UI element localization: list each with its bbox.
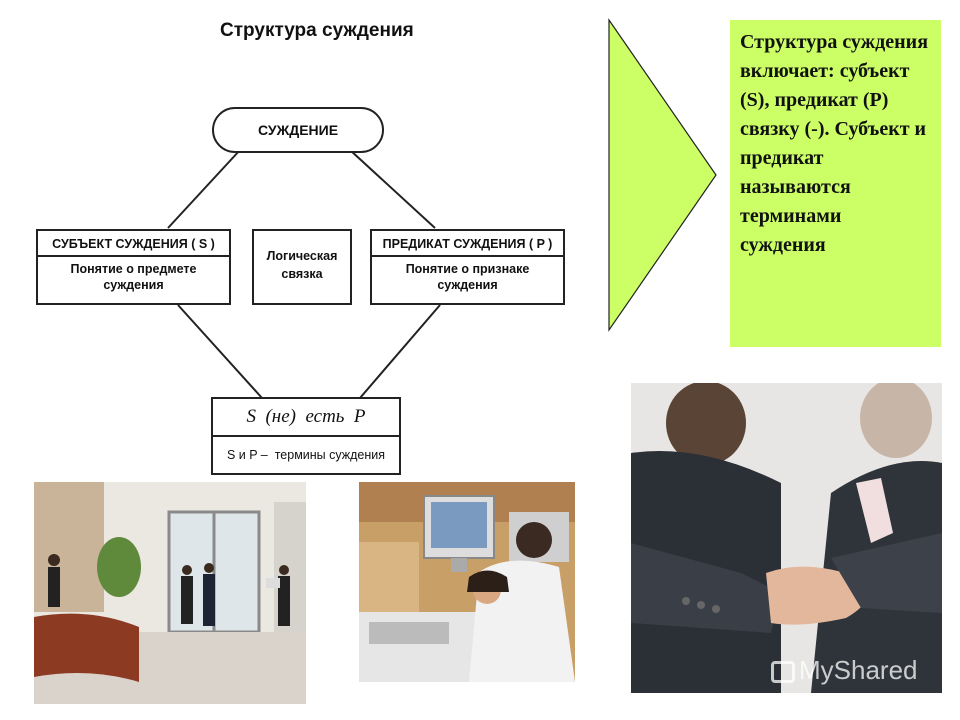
callout-box: Структура суждения включает: субъект (S)…	[730, 20, 941, 347]
subject-body-line2: суждения	[103, 278, 164, 292]
handshake-photo: MyShared	[631, 383, 942, 693]
watermark-text: MyShared	[799, 655, 918, 685]
predicate-body-line1: Понятие о признаке	[405, 262, 530, 276]
formula-box: S (не) есть P S и P – термины суждения	[211, 397, 401, 475]
callout-text: Структура суждения включает: субъект (S)…	[740, 31, 929, 256]
watermark-icon	[771, 661, 795, 684]
office-worker-illustration	[359, 482, 575, 682]
office-lobby-illustration	[34, 482, 306, 704]
subject-box: СУБЪЕКТ СУЖДЕНИЯ ( S ) Понятие о предмет…	[36, 229, 231, 305]
subject-body-line1: Понятие о предмете	[70, 262, 197, 276]
formula-note: S и P – термины суждения	[226, 448, 386, 462]
watermark: MyShared	[771, 655, 918, 686]
root-node: СУЖДЕНИЕ	[212, 107, 384, 153]
subject-head: СУБЪЕКТ СУЖДЕНИЯ ( S )	[38, 231, 229, 257]
predicate-body: Понятие о признаке суждения	[372, 257, 563, 297]
copula-line2: связка	[281, 267, 323, 281]
arrow-triangle	[608, 18, 717, 332]
copula-box: Логическая связка	[252, 229, 352, 305]
predicate-head: ПРЕДИКАТ СУЖДЕНИЯ ( P )	[372, 231, 563, 257]
predicate-body-line2: суждения	[437, 278, 498, 292]
handshake-illustration	[631, 383, 942, 693]
formula-main: S (не) есть P	[213, 399, 399, 437]
subject-body: Понятие о предмете суждения	[38, 257, 229, 297]
slide-title: Структура суждения	[220, 20, 414, 41]
root-node-label: СУЖДЕНИЕ	[257, 122, 339, 138]
diagram-connectors	[167, 149, 441, 399]
office-lobby-photo	[34, 482, 306, 704]
predicate-box: ПРЕДИКАТ СУЖДЕНИЯ ( P ) Понятие о призна…	[370, 229, 565, 305]
copula-line1: Логическая	[266, 249, 338, 263]
office-worker-photo	[359, 482, 575, 682]
